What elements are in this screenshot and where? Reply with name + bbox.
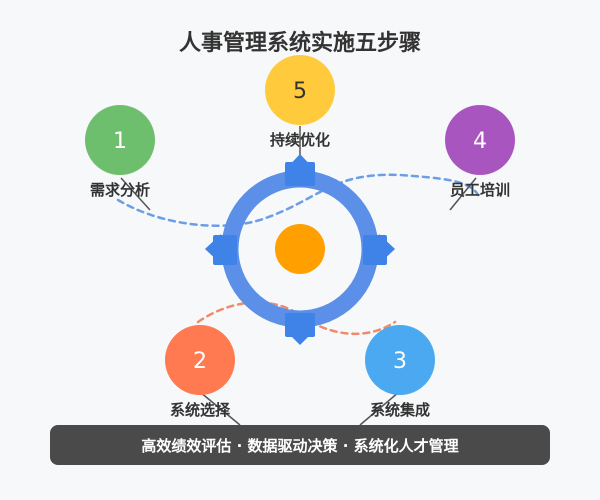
step-5-label: 持续优化	[270, 131, 330, 149]
diagram-title: 人事管理系统实施五步骤	[179, 30, 421, 56]
decorative-curve-blue	[116, 173, 480, 227]
ring-connector-top	[285, 154, 315, 186]
step-1-number: 1	[113, 129, 127, 154]
step-2-label: 系统选择	[170, 401, 231, 419]
center-circle	[275, 224, 325, 274]
footer-banner	[50, 425, 550, 465]
leader-line-step-4	[449, 177, 477, 211]
step-3-number: 3	[393, 349, 407, 374]
decorative-curve-orange	[196, 301, 397, 336]
step-3-circle	[365, 325, 435, 395]
step-4-label: 员工培训	[450, 181, 510, 199]
ring-connector-right	[363, 234, 395, 265]
step-3-node: 3 系统集成	[365, 325, 435, 419]
leader-line-step-3	[359, 391, 400, 426]
step-1-circle	[85, 105, 155, 175]
step-4-number: 4	[473, 129, 487, 154]
step-5-circle	[265, 55, 335, 125]
leader-line-step-2	[199, 391, 241, 426]
footer-text: 高效绩效评估 · 数据驱动决策 · 系统化人才管理	[141, 437, 458, 455]
step-2-number: 2	[193, 349, 207, 374]
leader-line-step-1	[120, 177, 151, 211]
ring-connector-left	[205, 234, 237, 265]
step-1-label: 需求分析	[90, 181, 150, 199]
step-3-label: 系统集成	[370, 401, 430, 419]
step-2-node: 2 系统选择	[165, 325, 235, 419]
step-4-circle	[445, 105, 515, 175]
step-2-circle	[165, 325, 235, 395]
step-5-node: 5 持续优化	[265, 55, 335, 149]
ring-connector-bottom	[285, 313, 315, 345]
step-1-node: 1 需求分析	[85, 105, 155, 199]
step-4-node: 4 员工培训	[445, 105, 515, 199]
step-5-number: 5	[293, 79, 307, 104]
